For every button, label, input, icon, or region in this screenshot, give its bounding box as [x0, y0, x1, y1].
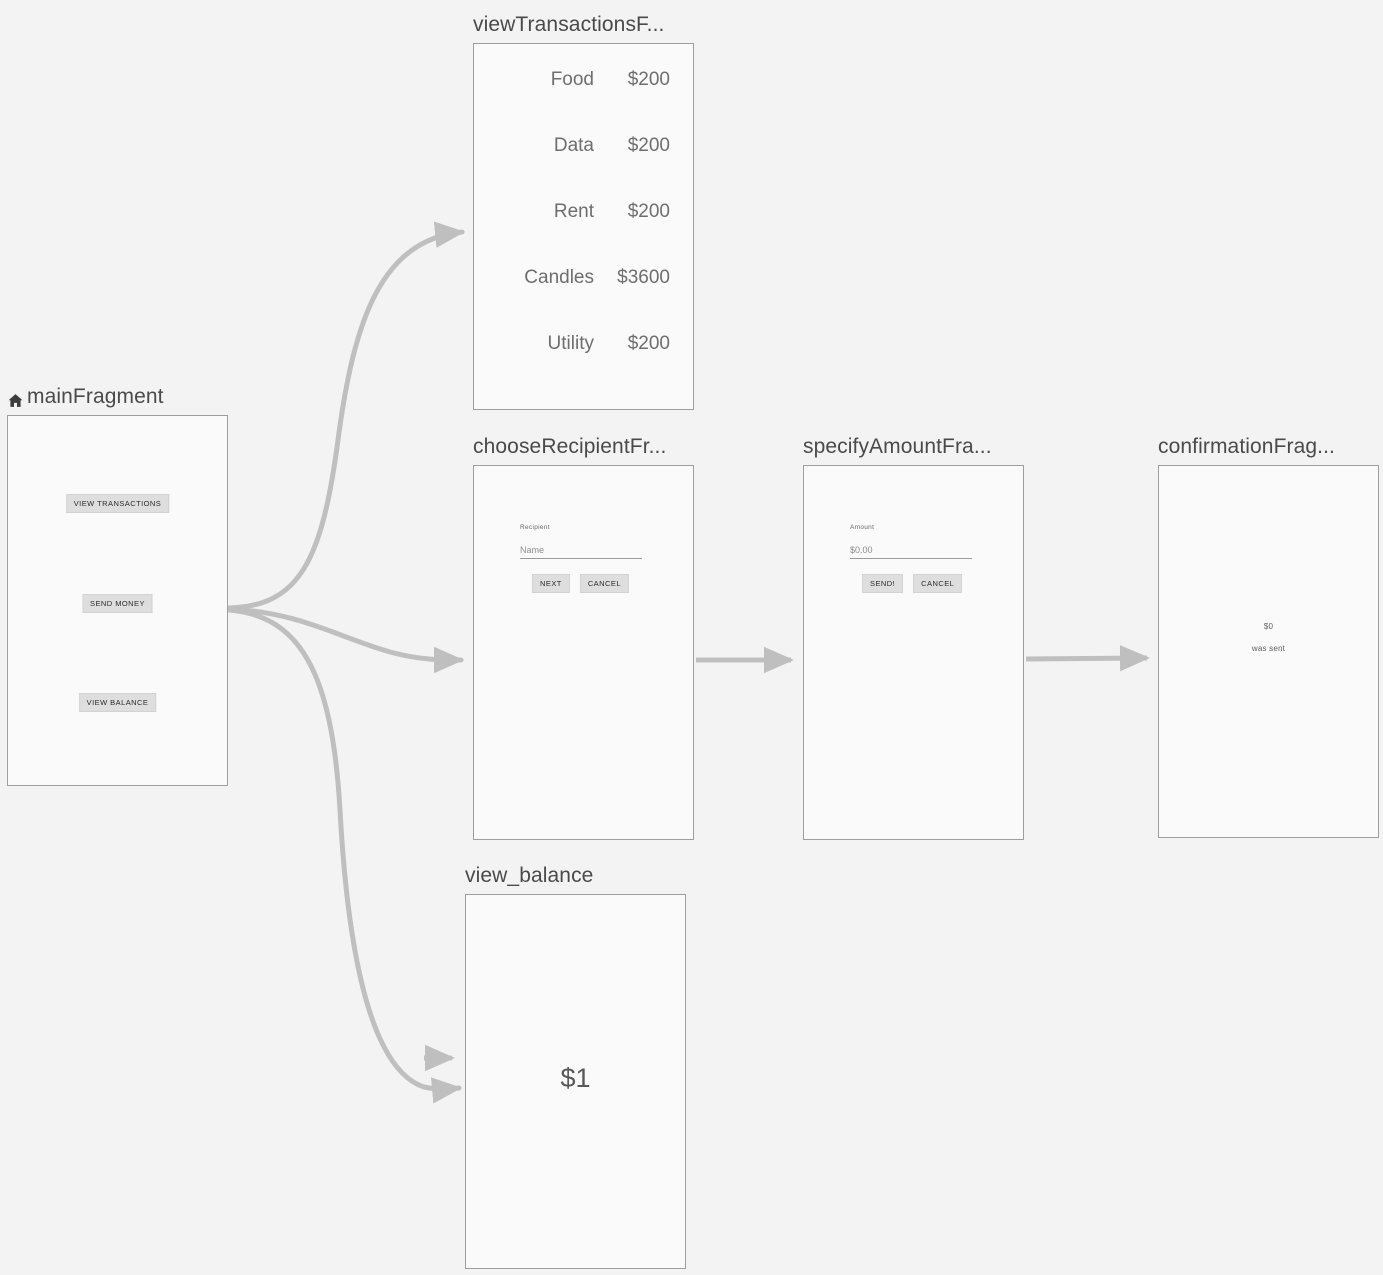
- confirmation-preview: $0 was sent: [1159, 622, 1378, 653]
- next-button[interactable]: NEXT: [532, 574, 570, 593]
- balance-amount: $1: [560, 1063, 591, 1093]
- node-confirmation-title: confirmationFrag...: [1158, 435, 1335, 458]
- cancel-button[interactable]: CANCEL: [913, 574, 963, 593]
- node-main-fragment-label-row: mainFragment: [7, 384, 228, 410]
- node-choose-recipient-frame[interactable]: Recipient Name NEXT CANCEL: [473, 465, 694, 840]
- transaction-amount: $200: [627, 201, 670, 222]
- node-main-fragment-title: mainFragment: [27, 385, 164, 408]
- choose-recipient-actions: NEXT CANCEL: [520, 574, 670, 593]
- node-view-balance[interactable]: view_balance $1: [465, 863, 686, 1269]
- node-specify-amount-title: specifyAmountFra...: [803, 435, 992, 458]
- transaction-amount: $200: [627, 135, 670, 156]
- node-specify-amount-frame[interactable]: Amount $0.00 SEND! CANCEL: [803, 465, 1024, 840]
- node-main-fragment[interactable]: mainFragment VIEW TRANSACTIONS SEND MONE…: [7, 384, 228, 786]
- node-choose-recipient-fragment[interactable]: chooseRecipientFr... Recipient Name NEXT…: [473, 434, 694, 840]
- node-confirmation-fragment[interactable]: confirmationFrag... $0 was sent: [1158, 434, 1379, 838]
- send-money-button[interactable]: SEND MONEY: [82, 594, 153, 613]
- main-fragment-preview: VIEW TRANSACTIONS SEND MONEY VIEW BALANC…: [8, 416, 227, 785]
- node-choose-recipient-label-row: chooseRecipientFr...: [473, 434, 694, 460]
- transaction-name: Utility: [547, 333, 594, 354]
- connector-specify-amount-to-confirmation: [1025, 645, 1150, 672]
- node-specify-amount-label-row: specifyAmountFra...: [803, 434, 1024, 460]
- transaction-name: Data: [553, 135, 594, 156]
- connector-main-to-choose-recipient: [226, 606, 464, 674]
- specify-amount-actions: SEND! CANCEL: [850, 574, 1000, 593]
- transaction-name: Candles: [524, 267, 594, 288]
- node-view-balance-frame[interactable]: $1: [465, 894, 686, 1269]
- node-main-fragment-frame[interactable]: VIEW TRANSACTIONS SEND MONEY VIEW BALANC…: [7, 415, 228, 786]
- transactions-list: Food $200 Data $200 Rent $200 Candles $3…: [474, 69, 693, 399]
- amount-input[interactable]: $0.00: [850, 545, 972, 559]
- transaction-amount: $3600: [617, 267, 670, 288]
- node-view-transactions-title: viewTransactionsF...: [473, 13, 665, 36]
- node-view-balance-label-row: view_balance: [465, 863, 686, 889]
- amount-field-label: Amount: [850, 524, 875, 531]
- node-confirmation-frame[interactable]: $0 was sent: [1158, 465, 1379, 838]
- node-view-transactions-frame[interactable]: Food $200 Data $200 Rent $200 Candles $3…: [473, 43, 694, 410]
- recipient-name-input[interactable]: Name: [520, 545, 642, 559]
- transaction-row: Candles $3600: [474, 267, 693, 333]
- send-button[interactable]: SEND!: [862, 574, 904, 593]
- transaction-row: Food $200: [474, 69, 693, 135]
- confirmation-amount: $0: [1263, 622, 1274, 631]
- node-specify-amount-fragment[interactable]: specifyAmountFra... Amount $0.00 SEND! C…: [803, 434, 1024, 840]
- confirmation-message: was sent: [1251, 644, 1286, 653]
- choose-recipient-form: Recipient Name NEXT CANCEL: [520, 524, 670, 593]
- transaction-row: Utility $200: [474, 333, 693, 399]
- transaction-name: Food: [550, 69, 594, 90]
- transaction-name: Rent: [553, 201, 594, 222]
- view-transactions-button[interactable]: VIEW TRANSACTIONS: [65, 494, 170, 513]
- node-choose-recipient-title: chooseRecipientFr...: [473, 435, 667, 458]
- home-icon: [7, 390, 24, 407]
- node-view-transactions-fragment[interactable]: viewTransactionsF... Food $200 Data $200…: [473, 12, 694, 410]
- node-view-transactions-label-row: viewTransactionsF...: [473, 12, 694, 38]
- specify-amount-form: Amount $0.00 SEND! CANCEL: [850, 524, 1000, 593]
- cancel-button[interactable]: CANCEL: [579, 574, 629, 593]
- view-balance-button[interactable]: VIEW BALANCE: [78, 693, 157, 712]
- node-confirmation-label-row: confirmationFrag...: [1158, 434, 1379, 460]
- transaction-amount: $200: [627, 333, 670, 354]
- connector-main-to-view-transactions: [226, 221, 465, 611]
- transaction-row: Rent $200: [474, 201, 693, 267]
- connector-main-to-view-balance: [226, 607, 462, 1104]
- transaction-row: Data $200: [474, 135, 693, 201]
- node-view-balance-title: view_balance: [465, 864, 594, 887]
- transaction-amount: $200: [627, 69, 670, 90]
- recipient-field-label: Recipient: [520, 524, 550, 531]
